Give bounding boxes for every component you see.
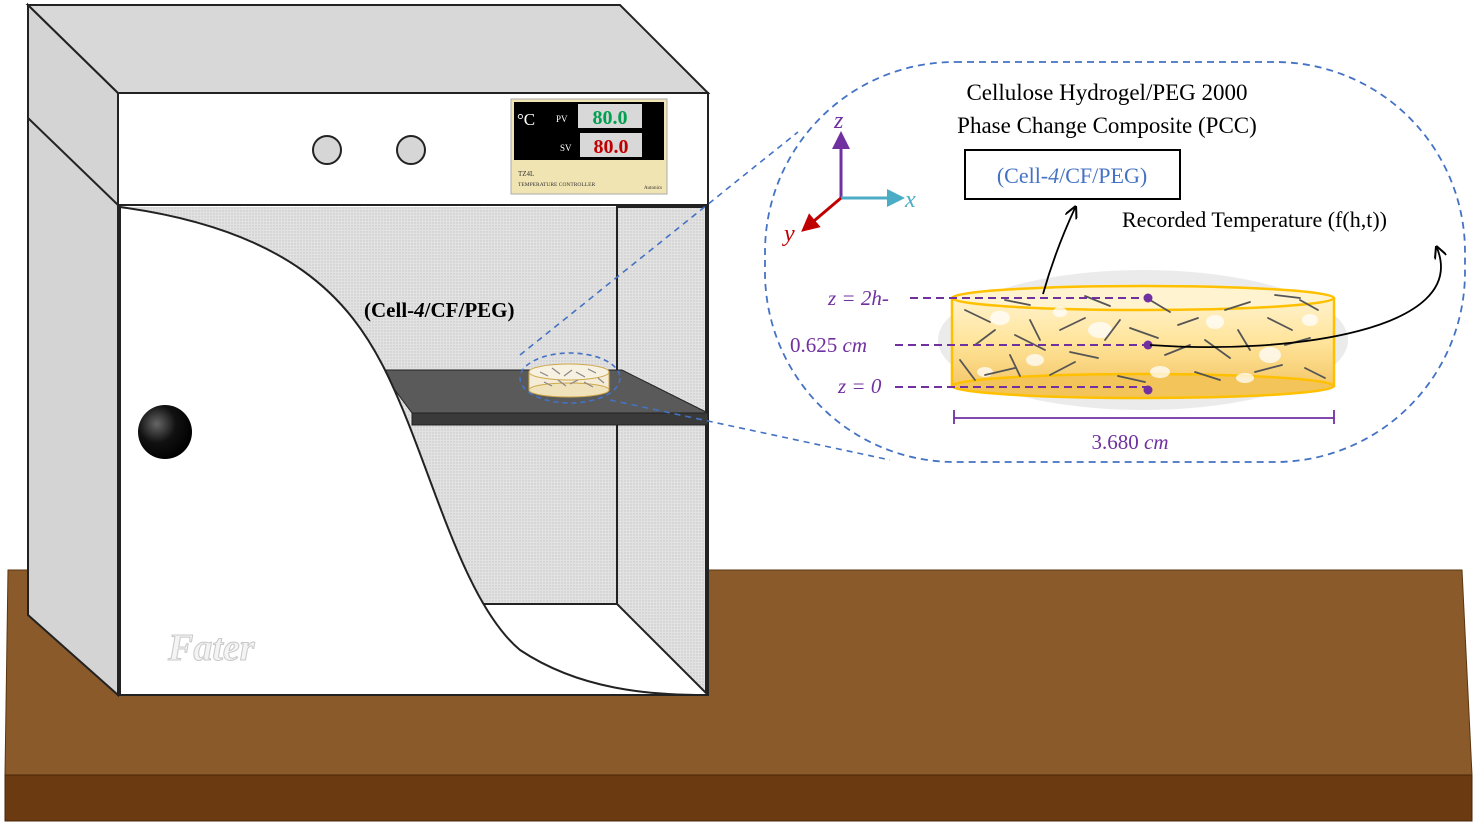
oven-door[interactable] (119, 205, 707, 696)
width-label: 3.680 cm (1092, 430, 1169, 454)
oven-top-panel (25, 4, 711, 94)
table-front (4, 774, 1473, 822)
pv-label: PV (556, 114, 568, 124)
inset-zoom: Cellulose Hydrogel/PEG 2000 Phase Change… (764, 61, 1466, 463)
temperature-controller: °C PV 80.0 SV 80.0 TZ4L TEMPERATURE CONT… (510, 98, 668, 195)
oven-sample-label: (Cell-4/CF/PEG) (364, 298, 514, 322)
controller-caption: TEMPERATURE CONTROLLER (518, 182, 595, 188)
recorded-temperature-label: Recorded Temperature (f(h,t)) (1122, 207, 1387, 232)
oven-chamber-right-wall (616, 206, 707, 696)
oven-sample (519, 352, 621, 404)
axis-z-label: z (833, 108, 844, 134)
top-level-label: z = 2h- (827, 286, 889, 310)
width-dimension: 3.680 cm (953, 410, 1335, 454)
sv-value: 80.0 (594, 136, 629, 158)
inset-title-line2: Phase Change Composite (PCC) (957, 113, 1257, 138)
axis-x-label: x (904, 187, 916, 213)
zoom-connectors (519, 131, 891, 461)
sv-label: SV (560, 143, 572, 153)
controller-model: TZ4L (518, 170, 534, 178)
axis-y-label: y (782, 221, 795, 247)
pcc-disk (938, 270, 1348, 410)
oven-door-handle[interactable] (138, 405, 192, 459)
coordinate-axes: z x y (782, 108, 916, 247)
controller-maker: Autonics (644, 186, 662, 191)
oven-knob-right[interactable] (396, 135, 426, 165)
oven: °C PV 80.0 SV 80.0 TZ4L TEMPERATURE CONT… (25, 2, 711, 698)
oven-shelf-edge (411, 412, 709, 426)
sample-name-label: (Cell-4/CF/PEG) (997, 163, 1147, 188)
measurement-points: z = 2h- 0.625 cm z = 0 (790, 286, 1153, 398)
oven-brand: Fater (167, 627, 256, 669)
inset-title-line1: Cellulose Hydrogel/PEG 2000 (966, 80, 1247, 105)
bottom-level-label: z = 0 (837, 374, 882, 398)
temperature-pointer-arrow (1149, 248, 1441, 348)
sample-pointer-arrow (1042, 208, 1075, 295)
pv-value: 80.0 (593, 107, 628, 129)
oven-side-panel (27, 2, 119, 698)
oven-knob-left[interactable] (312, 135, 342, 165)
sample-name-box (964, 149, 1181, 200)
controller-unit: °C (517, 110, 535, 129)
thickness-label: 0.625 cm (790, 333, 867, 357)
